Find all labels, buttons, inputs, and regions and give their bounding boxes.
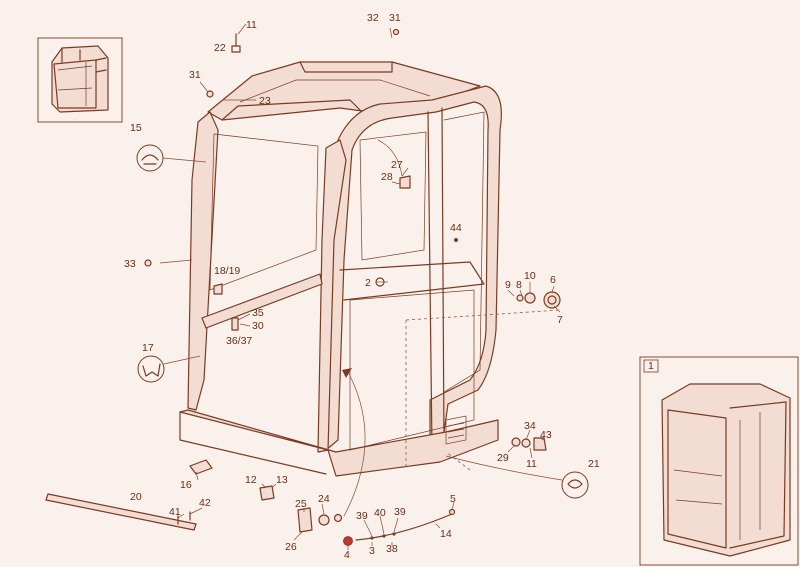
callout-7: 7 (557, 314, 563, 326)
thumbnail-cab (37, 37, 123, 123)
callout-25: 25 (295, 498, 307, 510)
callout-21: 21 (588, 458, 600, 470)
callout-30: 30 (252, 320, 264, 332)
callout-6: 6 (550, 274, 556, 286)
callout-24: 24 (318, 493, 330, 505)
callout-8: 8 (516, 279, 522, 291)
callout-39: 39 (356, 510, 368, 522)
callout-28: 28 (381, 171, 393, 183)
callout-23: 23 (259, 95, 271, 107)
cab-frame (179, 61, 561, 477)
callout-44: 44 (450, 222, 462, 234)
callout-35: 35 (252, 307, 264, 319)
callout-22: 22 (214, 42, 226, 54)
callout-40: 40 (374, 507, 386, 519)
inset-cab-view (639, 356, 799, 566)
callout-43: 43 (540, 429, 552, 441)
callout-labels: 32 31 11 22 31 23 15 27 28 44 33 18/19 2… (124, 12, 654, 561)
callout-38: 38 (386, 543, 398, 555)
part-16 (189, 459, 213, 475)
callout-18-19: 18/19 (214, 265, 240, 277)
part-25-26 (297, 507, 343, 533)
part-6-light (516, 291, 561, 309)
callout-17: 17 (142, 342, 154, 354)
callout-27: 27 (391, 159, 403, 171)
callout-33: 33 (124, 258, 136, 270)
callout-2: 2 (365, 277, 371, 289)
part-4-wire (343, 513, 453, 546)
callout-29: 29 (497, 452, 509, 464)
callout-12: 12 (245, 474, 257, 486)
callout-20: 20 (130, 491, 142, 503)
callout-15: 15 (130, 122, 142, 134)
callout-42: 42 (199, 497, 211, 509)
inset-label: 1 (648, 360, 654, 372)
callout-3: 3 (369, 545, 375, 557)
callout-11: 11 (246, 19, 257, 31)
callout-4: 4 (344, 549, 350, 561)
callout-34: 34 (524, 420, 536, 432)
leader-lines (159, 23, 561, 550)
part-12-13 (259, 485, 275, 501)
callout-31: 31 (389, 12, 401, 24)
callout-13: 13 (276, 474, 288, 486)
callout-14: 14 (440, 528, 452, 540)
callout-26: 26 (285, 541, 297, 553)
callout-5: 5 (450, 493, 456, 505)
callout-36-37: 36/37 (226, 335, 252, 347)
part-handle-20 (45, 493, 197, 531)
callout-9: 9 (505, 279, 511, 291)
callout-11: 11 (526, 458, 537, 470)
detail-bubble-21 (445, 455, 589, 499)
callout-41: 41 (169, 506, 181, 518)
callout-16: 16 (180, 479, 192, 491)
detail-bubble-15 (136, 144, 207, 172)
callout-10: 10 (524, 270, 536, 282)
callout-31: 31 (189, 69, 201, 81)
callout-39: 39 (394, 506, 406, 518)
detail-bubble-17 (137, 355, 201, 383)
callout-32: 32 (367, 12, 379, 24)
arrow-curve (342, 139, 403, 517)
